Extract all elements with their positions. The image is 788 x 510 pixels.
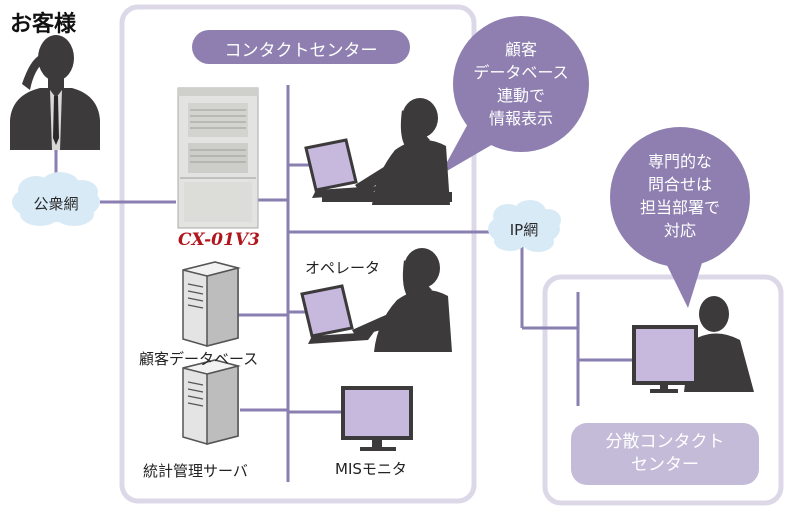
bubble-left-line: 連動で bbox=[496, 86, 545, 105]
network-lines bbox=[54, 85, 636, 482]
bubble-left-line: 顧客 bbox=[504, 40, 537, 59]
laptop-1 bbox=[304, 138, 378, 198]
operator-label: オペレータ bbox=[305, 259, 381, 277]
bubble-right-line: 対応 bbox=[663, 221, 696, 240]
remote-operator bbox=[684, 296, 754, 392]
customer-silhouette bbox=[10, 35, 100, 150]
customer-title: お客様 bbox=[10, 12, 77, 37]
operator-2 bbox=[352, 248, 452, 352]
remote-monitor bbox=[632, 325, 698, 393]
public-network-cloud bbox=[12, 172, 100, 226]
bubble-left-shape bbox=[440, 16, 589, 175]
pbx-model-label: CX-01V3 bbox=[178, 230, 260, 250]
distributed-center-line: センター bbox=[631, 455, 699, 475]
distributed-center-pill bbox=[571, 423, 759, 485]
distributed-center-text: 分散コンタクト センター bbox=[571, 431, 759, 477]
ip-network-cloud bbox=[488, 200, 561, 252]
ip-network-label: IP網 bbox=[509, 221, 539, 239]
mis-monitor-label: MISモニタ bbox=[335, 460, 407, 478]
bubble-right-line: 問合せは bbox=[647, 175, 712, 194]
bubble-left-line: データベース bbox=[473, 63, 569, 82]
bubble-right-shape bbox=[610, 127, 750, 308]
customer-db-label: 顧客データベース bbox=[139, 350, 259, 368]
pbx-unit bbox=[177, 87, 259, 229]
bubble-right-line: 専門的な bbox=[647, 152, 712, 171]
contact-center-label: コンタクトセンター bbox=[224, 41, 378, 61]
stats-server bbox=[182, 359, 241, 445]
stats-server-label: 統計管理サーバ bbox=[143, 462, 248, 480]
laptop-2 bbox=[300, 284, 374, 344]
public-network-label: 公衆網 bbox=[33, 195, 79, 213]
bubble-left-text: 顧客 データベース 連動で 情報表示 bbox=[461, 38, 581, 130]
customer-db-server bbox=[182, 261, 241, 347]
mis-monitor-device bbox=[341, 386, 413, 451]
bubble-left-line: 情報表示 bbox=[488, 109, 553, 128]
distributed-center-line: 分散コンタクト bbox=[605, 432, 725, 452]
operator-1 bbox=[322, 98, 452, 205]
bubble-right-text: 専門的な 問合せは 担当部署で 対応 bbox=[620, 150, 740, 242]
contact-center-pill bbox=[192, 30, 410, 64]
bubble-right-line: 担当部署で bbox=[639, 198, 720, 217]
